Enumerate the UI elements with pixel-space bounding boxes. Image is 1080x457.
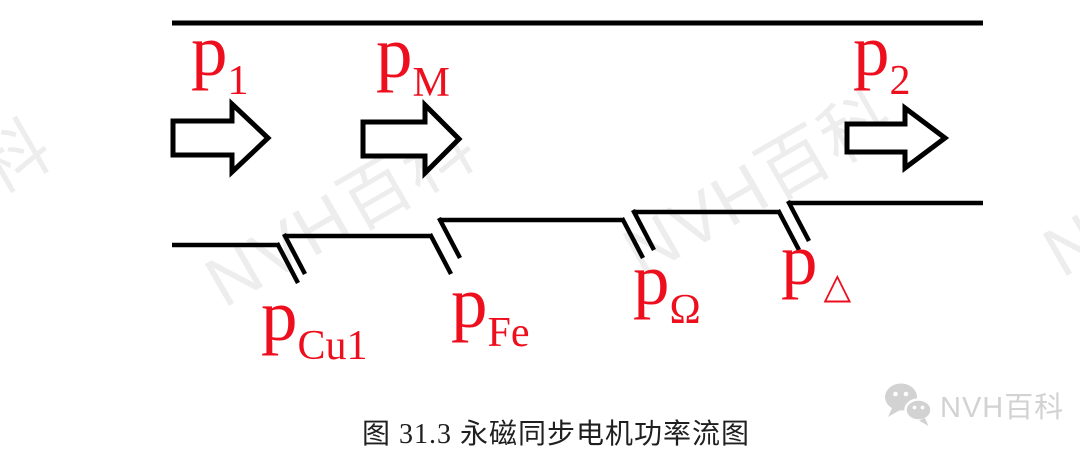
loss-branch-omega — [620, 208, 656, 260]
logo-text: NVH百科 — [940, 392, 1065, 424]
label-pFe-main: p — [451, 262, 488, 343]
loss-branch-cu1-slash-a — [275, 241, 300, 285]
loss-branch-cu1-slash-b — [282, 232, 307, 276]
label-p1-main: p — [191, 10, 228, 91]
power-arrow-p1-icon — [170, 98, 272, 178]
loss-branch-delta-slash-b — [786, 199, 811, 243]
label-p2-main: p — [853, 10, 890, 91]
label-pDelta-main: p — [781, 219, 818, 300]
loss-branch-fe — [428, 216, 462, 276]
label-pCu1-sub: Cu1 — [297, 323, 368, 369]
label-p1-sub: 1 — [227, 58, 249, 104]
label-p1: p1 — [191, 10, 249, 104]
loss-branch-omega-slash-b — [631, 208, 656, 252]
wechat-icon — [885, 383, 933, 426]
label-p2: p2 — [853, 10, 911, 104]
loss-branch-omega-slash-a — [620, 216, 645, 260]
power-arrow-pM-icon — [360, 98, 463, 180]
label-pOmega-main: p — [633, 239, 670, 320]
loss-branch-cu1 — [275, 232, 307, 285]
label-pDelta-sub: △ — [823, 266, 852, 306]
label-pCu1: pCu1 — [261, 275, 368, 369]
label-pM: pM — [376, 12, 450, 106]
loss-branch-fe-slash-b — [437, 216, 462, 260]
loss-branch-fe-slash-a — [428, 232, 453, 276]
loss-branch-delta-slash-a — [776, 208, 801, 252]
power-arrow-p2-icon — [844, 103, 950, 173]
loss-branch-delta — [776, 199, 811, 252]
label-pOmega: pΩ — [633, 239, 701, 333]
label-pFe: pFe — [451, 262, 530, 356]
label-pM-main: p — [376, 12, 413, 93]
figure-caption: 图 31.3 永磁同步电机功率流图 — [361, 419, 750, 450]
nvh-baike-logo: NVH百科 — [882, 381, 1064, 429]
label-pFe-sub: Fe — [487, 310, 530, 356]
label-pM-sub: M — [412, 60, 450, 106]
lower-loss-line — [172, 199, 983, 285]
label-pCu1-main: p — [261, 275, 298, 356]
label-p2-sub: 2 — [889, 58, 911, 104]
label-pOmega-sub: Ω — [669, 287, 701, 333]
label-pDelta: p△ — [781, 219, 851, 305]
